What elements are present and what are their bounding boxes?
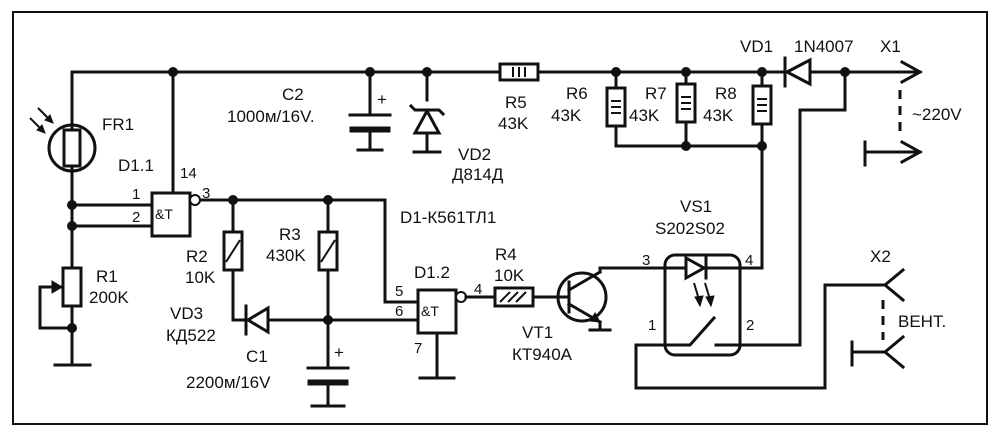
diode-vd3 — [244, 304, 270, 336]
vd1-value: 1N4007 — [794, 37, 854, 56]
junction-dots — [67, 67, 850, 333]
d11-pin3: 3 — [202, 185, 210, 202]
r6-ref: R6 — [566, 84, 588, 103]
r3-value: 430K — [266, 246, 306, 265]
photoresistor-fr1 — [29, 107, 97, 173]
vs1-pin4: 4 — [745, 252, 753, 269]
ac-line-wire — [738, 70, 847, 347]
c2-ref: C2 — [282, 85, 304, 104]
vs1-pin1: 1 — [648, 317, 656, 334]
r4-value: 10K — [494, 266, 525, 285]
r5-ref: R5 — [505, 93, 527, 112]
vd3-ref: VD3 — [170, 304, 203, 323]
svg-text:&T: &T — [155, 206, 173, 222]
schematic-frame — [12, 11, 988, 425]
d11-pin1: 1 — [132, 186, 140, 203]
diode-vd1 — [783, 56, 812, 88]
vd2-ref: VD2 — [458, 145, 491, 164]
x1-ref: X1 — [880, 37, 901, 56]
r7-value: 43K — [629, 106, 660, 125]
r6-value: 43K — [551, 106, 582, 125]
resistor-r6 — [605, 86, 627, 128]
schmitt-nand-d1-2: &T — [416, 288, 467, 335]
d12-pin5: 5 — [395, 283, 403, 300]
schmitt-nand-d1-1: &T — [150, 191, 201, 238]
resistor-r5 — [498, 62, 540, 82]
optotriac-vs1 — [663, 253, 742, 357]
resistor-r4 — [493, 286, 535, 308]
transistor-vt1 — [556, 266, 612, 332]
r4-ref: R4 — [495, 245, 517, 264]
c1-ref: C1 — [246, 347, 268, 366]
r5-value: 43K — [498, 114, 529, 133]
vs1-pin3: 3 — [642, 252, 650, 269]
vs1-ref: VS1 — [680, 197, 712, 216]
capacitor-c1 — [306, 366, 350, 386]
r8-value: 43K — [703, 106, 734, 125]
fr1-ref: FR1 — [102, 115, 134, 134]
d12-pin7: 7 — [414, 340, 422, 357]
r8-ref: R8 — [715, 84, 737, 103]
r2-ref: R2 — [186, 247, 208, 266]
d11-ref: D1.1 — [118, 156, 154, 175]
connector-x1 — [863, 59, 924, 167]
d1-chip-ref: D1-К561ТЛ1 — [400, 208, 496, 227]
resistor-r2 — [222, 230, 244, 272]
connector-x2 — [850, 267, 906, 370]
c1-plus: + — [334, 343, 344, 362]
vs1-value: S202S02 — [655, 219, 725, 238]
resistor-r8 — [751, 84, 773, 126]
resistor-r7 — [675, 82, 697, 124]
r1-value: 200K — [89, 288, 129, 307]
d12-pin4: 4 — [474, 281, 482, 298]
d11-pin14: 14 — [180, 165, 197, 182]
x2-label: ВЕНТ. — [898, 312, 946, 331]
c2-plus: + — [377, 90, 387, 109]
x2-ref: X2 — [870, 247, 891, 266]
c2-value: 1000м/16V. — [227, 107, 315, 126]
vd1-ref: VD1 — [740, 37, 773, 56]
d11-pin2: 2 — [132, 209, 140, 226]
capacitor-c2 — [348, 113, 392, 152]
r7-ref: R7 — [645, 84, 667, 103]
r2-value: 10K — [185, 268, 216, 287]
c1-value: 2200м/16V — [186, 373, 271, 392]
x1-voltage: ~220V — [912, 105, 962, 124]
d12-ref: D1.2 — [414, 263, 450, 282]
vt1-value: КТ940А — [512, 345, 573, 364]
r1-ref: R1 — [96, 267, 118, 286]
vs1-pin2: 2 — [746, 317, 754, 334]
svg-text:&T: &T — [421, 303, 439, 319]
resistor-r3 — [317, 230, 339, 272]
resistor-r1 — [51, 266, 83, 308]
vd3-value: КД522 — [166, 326, 216, 345]
zener-vd2 — [408, 103, 446, 154]
vt1-ref: VT1 — [522, 323, 553, 342]
left-column-wires — [38, 70, 92, 367]
fan-loop-wire — [634, 283, 887, 390]
vd2-value: Д814Д — [452, 165, 504, 184]
d12-pin6: 6 — [395, 303, 403, 320]
r3-ref: R3 — [279, 225, 301, 244]
c2-wires — [368, 70, 429, 154]
